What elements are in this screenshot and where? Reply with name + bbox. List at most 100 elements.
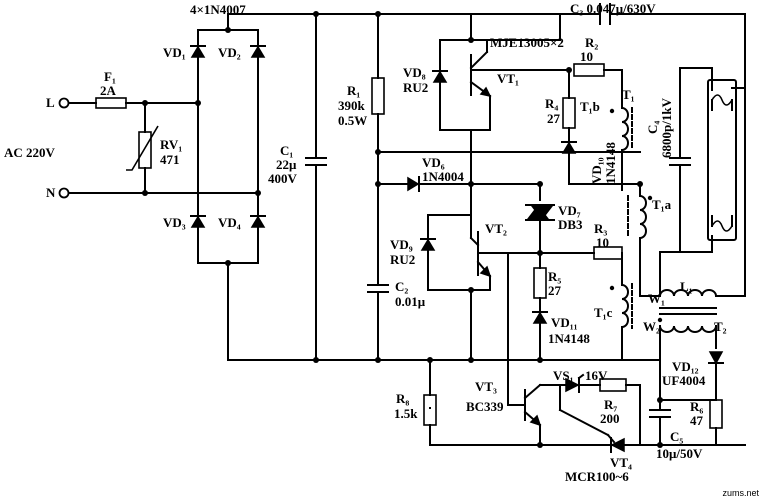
resistor-r8 [423,394,437,426]
r1-label: R₁ [347,83,361,98]
inductor-l1 [639,289,746,333]
scr-vt4 [606,433,625,453]
r5-value: 27 [548,283,561,298]
f1-label: F₁ [104,69,116,84]
vd6-value: 1N4004 [422,169,464,184]
c5-value: 10μ/50V [656,446,703,461]
c2-value: 0.01μ [395,294,426,309]
vd1-label: VD₁ [163,45,186,60]
transistor-vt2 [469,183,507,291]
capacitor-c1 [305,13,327,361]
r3-label: R₃ [594,221,608,236]
resistor-r1 [371,13,385,286]
r1-value-watt: 0.5W [338,113,368,128]
vt1-label: VT₁ [497,71,519,86]
c1-value-volt: 400V [268,171,297,186]
rv1-value: 471 [160,152,180,167]
vd3-label: VD₃ [163,215,186,230]
r8-value: 1.5k [394,406,418,421]
t2-label: T₂ [714,319,727,334]
c2-label: C₂ [395,279,409,294]
capacitor-c4 [669,157,691,166]
t1c-label: T₁c [594,305,613,320]
rv1-label: RV₁ [160,137,183,152]
diode-vd12 [708,351,724,365]
c4-value: 6800p/1kV [659,98,674,158]
bridge-label: 4×1N4007 [190,2,246,17]
diode-vd3 [190,215,206,228]
ac-input-label: AC 220V [4,145,55,160]
vt3-label: VT₃ [475,379,497,394]
watermark: zums.net [722,488,759,498]
vt2-label: VT₂ [485,221,507,236]
vd11-label: VD₁₁ [551,315,578,330]
winding-t1c [609,267,633,361]
r2-value: 10 [580,49,593,64]
ac-input-wiring [67,102,259,194]
r4-value: 27 [547,111,560,126]
terminal-n-label: N [46,185,56,200]
r5-label: R₅ [548,269,562,284]
diac-vd7 [525,204,555,254]
vd11-value: 1N4148 [548,331,590,346]
vd9-label: VD₉ [390,237,413,252]
l1-label: L₁ [680,279,693,294]
t1b-label: T₁b [580,99,600,114]
c4-label: C₄ [645,120,660,134]
diode-vd9 [420,238,436,251]
fluorescent-lamp [707,79,737,241]
vd9-value: RU2 [390,252,416,267]
vd4-label: VD₄ [218,215,241,230]
winding-t1a [627,183,653,297]
c5-label: C₅ [670,429,684,444]
r6-label: R₆ [690,399,704,414]
r8-label: R₈ [396,391,410,406]
vd6-label: VD₆ [422,155,445,170]
r4-label: R₄ [545,96,559,111]
w2-label: W₂ [643,319,660,334]
terminal-l [58,97,70,109]
vd2-label: VD₂ [218,45,241,60]
vd12-value: UF4004 [662,373,706,388]
r2-label: R₂ [585,35,599,50]
c3-label: C₃ 0.047μ/630V [570,1,656,16]
vd10-label: VD₁₀ [589,157,604,184]
t1a-label: T₁a [652,197,672,212]
zener-vs1 [559,373,601,393]
diode-vd11 [532,311,548,324]
diode-vd6 [377,151,641,192]
resistor-r5 [533,252,547,313]
resistor-r4 [562,69,576,143]
fuse-f1 [95,97,127,109]
transistor-vt1 [469,39,492,131]
vt4-label: VT₄ [610,455,632,470]
mje-label: MJE13005×2 [490,35,564,50]
r7-label: R₇ [604,397,618,412]
vd8-label: VD₈ [403,65,426,80]
r6-value: 47 [690,413,703,428]
resistor-r6 [709,399,723,429]
diode-vd1 [190,45,206,58]
vd10-value: 1N4148 [603,142,618,184]
capacitor-c3 [599,3,611,25]
c1-label: C₁ [280,143,294,158]
transistor-vt3 [507,383,542,446]
vd12-label: VD₁₂ [672,359,699,374]
vd7-label: VD₇ [558,203,581,218]
capacitor-c5 [649,399,671,446]
terminal-l-label: L [46,95,55,110]
r1-value-res: 390k [338,98,365,113]
c1-value-cap: 22μ [276,157,297,172]
vt3-value: BC339 [466,399,504,414]
diode-vd4 [250,215,266,228]
vs1-label: VS₁ [553,368,574,383]
vd7-value: DB3 [558,217,583,232]
diode-vd8 [432,70,448,83]
terminal-n [58,187,70,199]
r7-value: 200 [600,411,620,426]
capacitor-c2 [367,284,389,361]
vd8-value: RU2 [403,80,429,95]
r3-value: 10 [596,235,609,250]
